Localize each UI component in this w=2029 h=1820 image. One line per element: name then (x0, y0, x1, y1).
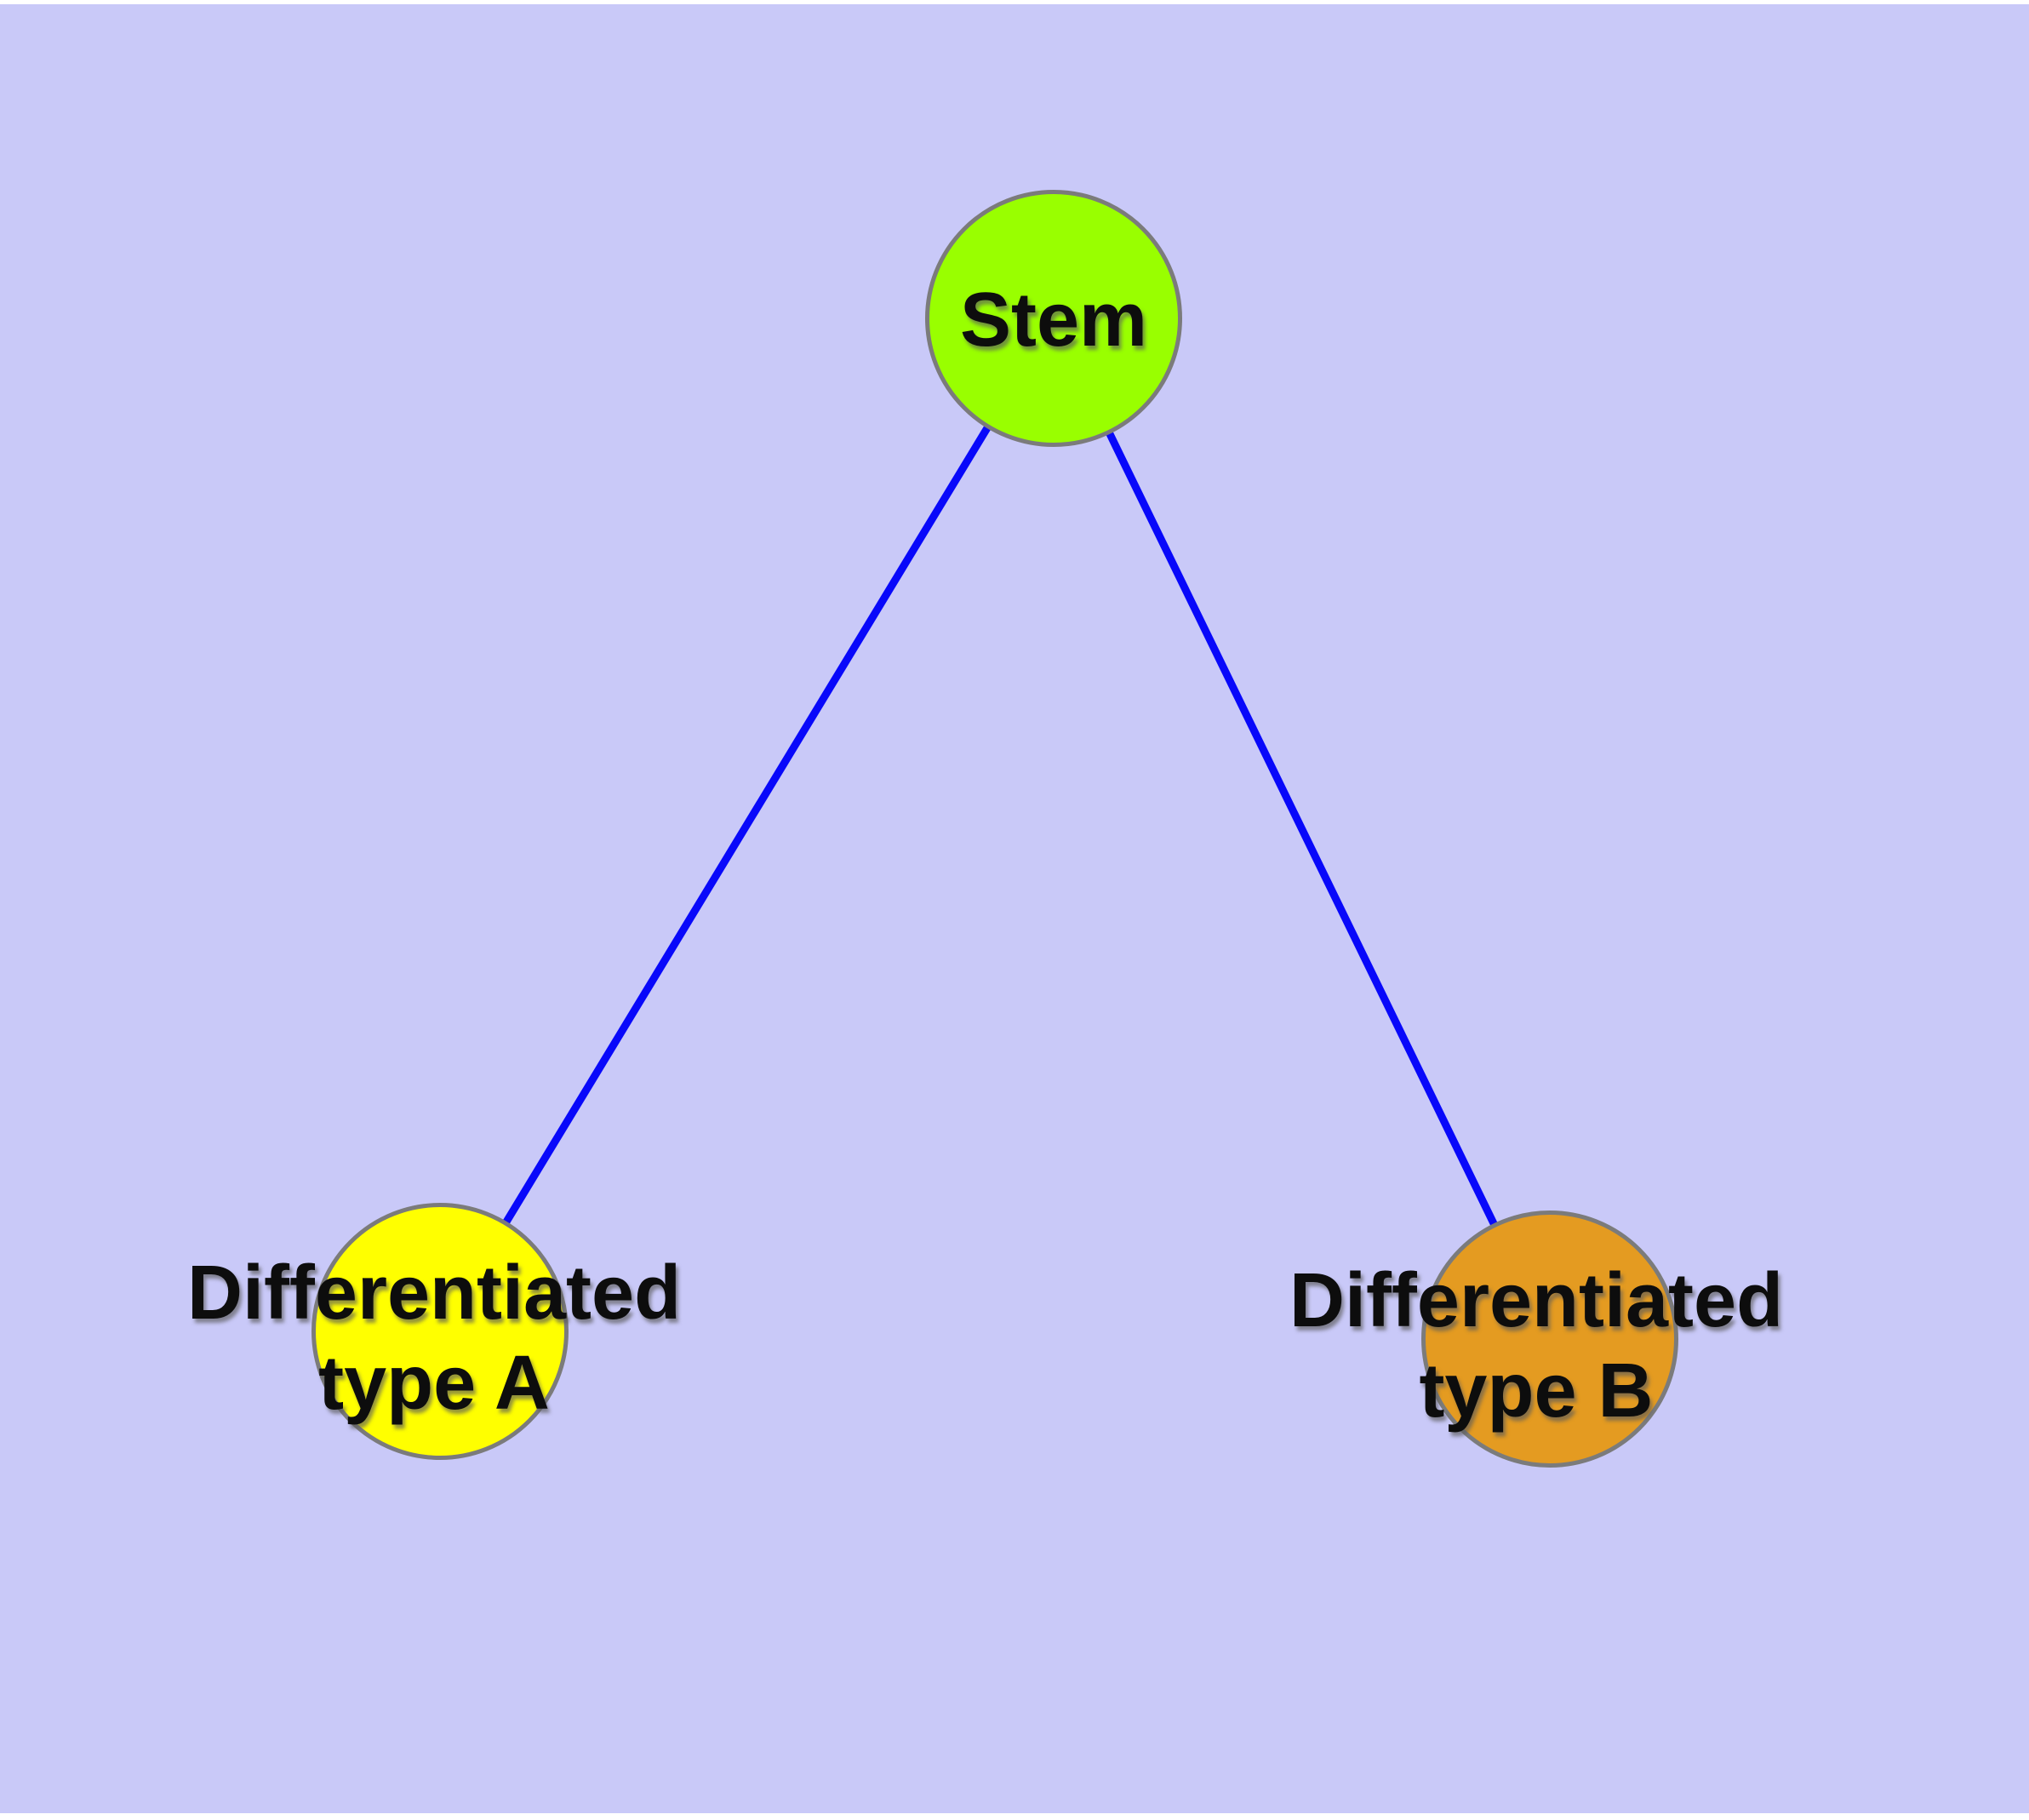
node-type-a-circle (311, 1203, 569, 1460)
edge-stem-to-type-a[interactable] (437, 316, 1057, 1334)
edge-stem-to-type-b[interactable] (1049, 317, 1554, 1341)
node-stem-circle (925, 190, 1182, 447)
node-type-b-circle (1421, 1210, 1678, 1468)
